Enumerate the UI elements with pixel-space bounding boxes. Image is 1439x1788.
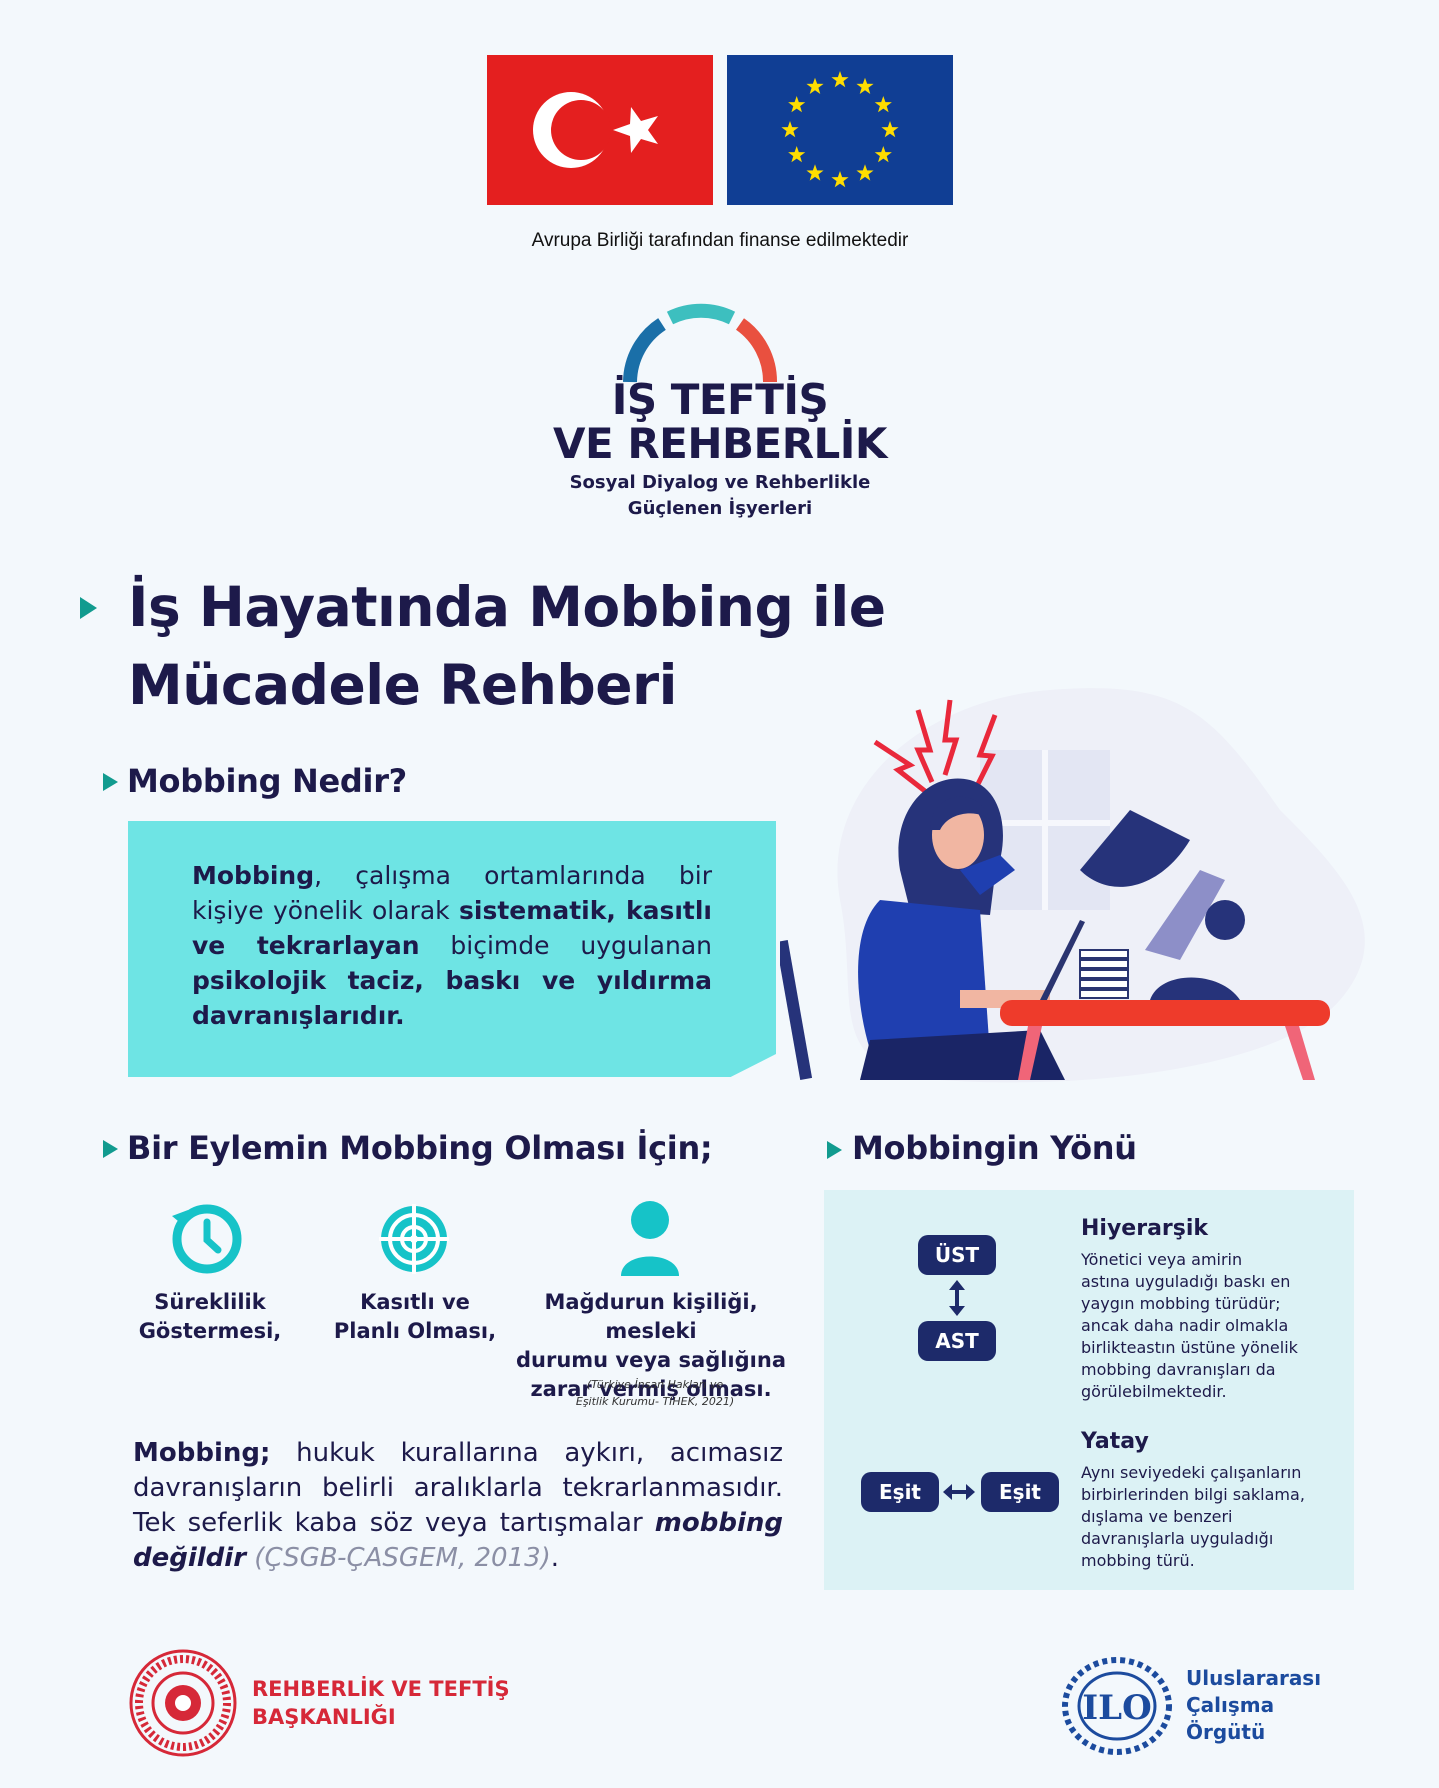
eu-star-icon (881, 121, 899, 138)
mobbing-note: Mobbing; hukuk kurallarına aykırı, acıma… (133, 1438, 783, 1573)
upper-label: ÜST (918, 1235, 996, 1275)
project-logo-arc (620, 296, 780, 386)
definition-heading: Mobbing Nedir? (127, 762, 407, 800)
ministry-name: REHBERLİK VE TEFTİŞ BAŞKANLIĞI (252, 1677, 510, 1729)
vertical-arrow-icon (944, 1280, 970, 1320)
hierarchical-text: Yönetici veya amirin astına uyguladığı b… (1081, 1250, 1298, 1401)
section-arrow-icon (827, 1141, 842, 1159)
criteria-heading: Bir Eylemin Mobbing Olması İçin; (127, 1129, 713, 1167)
person-icon (613, 1200, 687, 1276)
horizontal-text: Aynı seviyedeki çalışanların birbirlerin… (1081, 1463, 1305, 1570)
equal-left-label: Eşit (861, 1472, 939, 1512)
direction-box (824, 1190, 1354, 1590)
ilo-logo: ILO (1062, 1656, 1172, 1760)
project-logo-title: İŞ TEFTİŞ VE REHBERLİK (553, 375, 887, 468)
eu-star-icon (806, 77, 824, 94)
criteria-citation: (Türkiye İnsan Hakları ve Eşitlik Kurumu… (575, 1378, 735, 1408)
eu-star-icon (788, 96, 806, 113)
horizontal-title: Yatay (1081, 1429, 1149, 1454)
criterion-harm: Mağdurun kişiliği, mesleki durumu veya s… (516, 1290, 786, 1401)
eu-star-icon (788, 146, 806, 163)
eu-star-icon (856, 164, 874, 181)
section-arrow-icon (103, 1140, 118, 1158)
horizontal-arrow-icon (943, 1479, 975, 1509)
hierarchical-title: Hiyerarşik (1081, 1216, 1209, 1241)
eu-star-icon (831, 71, 849, 88)
direction-heading: Mobbingin Yönü (852, 1129, 1137, 1167)
page-title: İş Hayatında Mobbing ile Mücadele Rehber… (128, 575, 886, 717)
ilo-mark-text: ILO (1082, 1688, 1151, 1728)
eu-star-icon (874, 96, 892, 113)
criterion-intent: Kasıtlı ve Planlı Olması, (333, 1290, 497, 1343)
eu-star-icon (874, 146, 892, 163)
ministry-seal-logo (128, 1648, 238, 1762)
lower-label: AST (918, 1321, 996, 1361)
turkey-flag (487, 55, 713, 205)
title-arrow-icon (80, 597, 97, 619)
eu-star-icon (781, 121, 799, 138)
section-arrow-icon (103, 773, 118, 791)
eu-star-icon (806, 164, 824, 181)
stressed-worker-illustration (775, 670, 1380, 1090)
funding-note: Avrupa Birliği tarafından finanse edilme… (531, 230, 909, 251)
project-logo-subtitle: Sosyal Diyalog ve Rehberlikle Güçlenen İ… (569, 472, 871, 519)
definition-box (128, 821, 776, 1077)
target-icon (377, 1202, 451, 1276)
eu-star-icon (856, 77, 874, 94)
eu-flag (727, 55, 953, 205)
criterion-continuity: Süreklilik Göstermesi, (138, 1290, 282, 1343)
definition-text: Mobbing, çalışma ortamlarında bir kişiye… (192, 861, 712, 1030)
ilo-name: Uluslararası Çalışma Örgütü (1186, 1666, 1322, 1744)
equal-right-label: Eşit (981, 1472, 1059, 1512)
eu-star-icon (831, 171, 849, 188)
clock-icon (170, 1202, 244, 1276)
